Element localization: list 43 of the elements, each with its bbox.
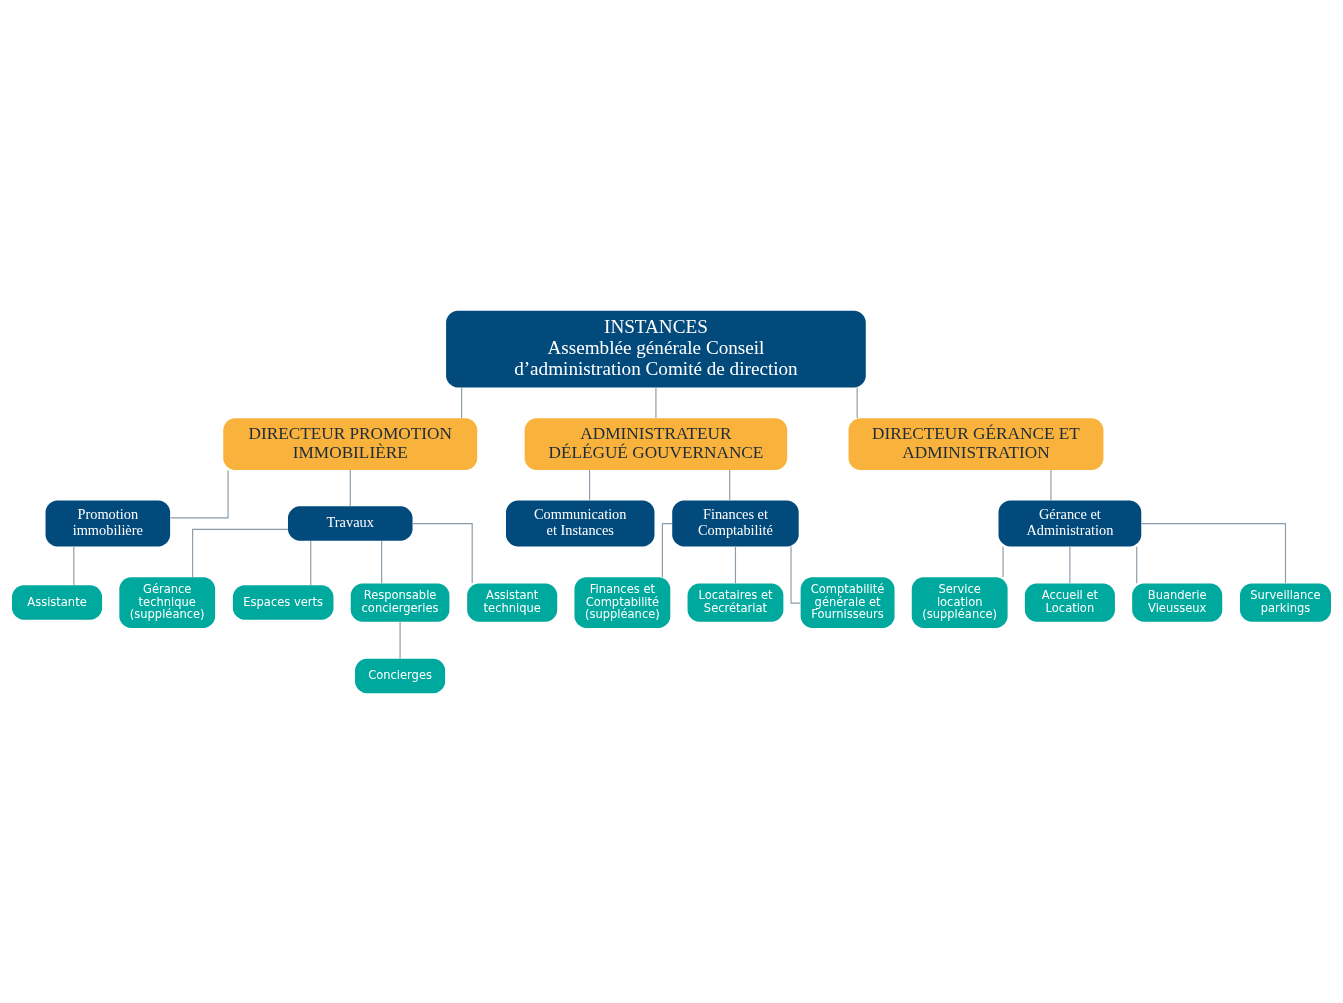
- connector: [1050, 469, 1052, 501]
- node-box: Surveillance parkings: [1239, 582, 1331, 622]
- connector: [1136, 545, 1138, 584]
- node-box: Buanderie Vieusseux: [1132, 582, 1223, 622]
- connector: [856, 386, 858, 418]
- connector: [729, 469, 731, 501]
- node-box: Espaces verts: [232, 584, 334, 620]
- node-box: DIRECTEUR GÉRANCE ET ADMINISTRATION: [848, 417, 1104, 470]
- connector: [734, 545, 737, 584]
- node-box: Service location (suppléance): [911, 576, 1008, 628]
- node-box: Gérance technique (suppléance): [119, 576, 216, 628]
- connector: [661, 522, 673, 578]
- node-box: Promotion immobilière: [45, 500, 171, 547]
- connector: [73, 545, 75, 586]
- node-box: Travaux: [287, 505, 413, 541]
- connector: [310, 540, 312, 586]
- connector: [790, 545, 801, 604]
- connector: [1069, 545, 1071, 584]
- node-box: Comptabilité générale et Fournisseurs: [800, 576, 895, 628]
- node-box: Responsable conciergeries: [350, 582, 450, 622]
- node-box: ADMINISTRATEUR DÉLÉGUÉ GOUVERNANCE: [524, 417, 788, 470]
- connector: [349, 469, 351, 507]
- connector: [192, 528, 289, 578]
- node-box: INSTANCES Assemblée générale Conseil d’administration Comité de direction: [446, 310, 866, 387]
- node-box: Gérance et Administration: [998, 500, 1142, 547]
- node-box: Finances et Comptabilité: [672, 500, 799, 547]
- connector: [655, 386, 657, 418]
- connector: [1140, 522, 1287, 584]
- node-box: Finances et Comptabilité (suppléance): [574, 576, 671, 628]
- node-box: DIRECTEUR PROMOTION IMMOBILIÈRE: [223, 417, 478, 470]
- connector: [1002, 545, 1004, 578]
- node-box: Communication et Instances: [505, 500, 655, 547]
- connector: [169, 469, 229, 518]
- node-box: Assistant technique: [467, 582, 558, 622]
- node-box: Accueil et Location: [1024, 582, 1115, 622]
- node-box: Assistante: [12, 584, 103, 620]
- connector: [412, 522, 473, 584]
- node-box: Concierges: [355, 658, 446, 693]
- connector: [461, 386, 463, 418]
- node-box: Locataires et Secrétariat: [687, 582, 784, 622]
- connector: [381, 540, 383, 584]
- connector: [399, 620, 401, 659]
- connector: [589, 469, 591, 501]
